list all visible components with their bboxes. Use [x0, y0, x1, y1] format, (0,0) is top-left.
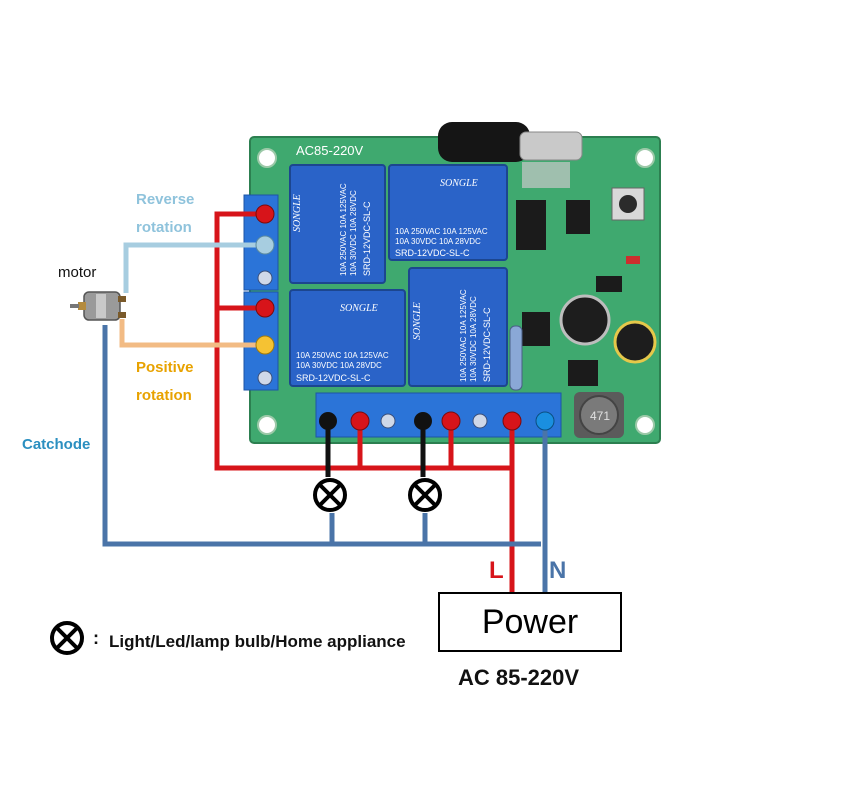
regulator — [568, 360, 598, 386]
relay-brand: SONGLE — [440, 178, 478, 189]
capacitor — [613, 320, 657, 364]
relay-board: AC85-220V 471 SONGLE 10A 250VAC 10A 125V… — [243, 122, 661, 444]
reverse-wire — [123, 242, 265, 293]
relay-model: SRD-12VDC-SL-C — [362, 201, 372, 276]
cathode-wire — [102, 325, 541, 547]
relay-model: SRD-12VDC-SL-C — [395, 248, 470, 258]
terminal-screw — [257, 370, 273, 386]
relay-rating: 10A 30VDC 10A 28VDC — [469, 296, 478, 382]
live-label: L — [489, 557, 504, 584]
inductor-core — [579, 395, 619, 435]
legend-lamp-icon — [50, 621, 84, 655]
antenna-coil — [438, 122, 530, 162]
relay-rating: 10A 30VDC 10A 28VDC — [349, 190, 358, 276]
terminal-dot-black — [319, 412, 337, 430]
wires — [102, 211, 548, 592]
transistor — [596, 276, 622, 292]
relay-model: SRD-12VDC-SL-C — [296, 373, 371, 383]
cathode-label: Catchode — [22, 436, 91, 453]
push-button-cap — [619, 195, 637, 213]
capacitor — [559, 294, 611, 346]
relay-model: SRD-12VDC-SL-C — [482, 307, 492, 382]
relay-rating: 10A 30VDC 10A 28VDC — [296, 361, 382, 370]
terminal-dot-red — [255, 298, 275, 318]
terminal-dot-red — [350, 411, 370, 431]
terminal-screw — [380, 413, 396, 429]
terminal-screw — [257, 270, 273, 286]
relay-2: SONGLE 10A 250VAC 10A 125VAC 10A 30VDC 1… — [388, 164, 508, 261]
receiver-pins — [522, 162, 570, 188]
positive-rotation-label-2: rotation — [136, 387, 192, 404]
pcb-label: AC85-220V — [296, 143, 364, 158]
relay-rating: 10A 250VAC 10A 125VAC — [296, 351, 389, 360]
relay-brand: SONGLE — [340, 303, 378, 314]
inductor-code: 471 — [590, 409, 610, 423]
relay-rating: 10A 250VAC 10A 125VAC — [395, 227, 488, 236]
ic-chip — [516, 200, 546, 250]
terminal-dot-red — [502, 411, 522, 431]
reverse-rotation-label-1: Reverse — [136, 191, 195, 208]
positive-wire — [119, 319, 265, 348]
relay-4: SONGLE 10A 250VAC 10A 125VAC 10A 30VDC 1… — [408, 267, 508, 387]
motor-label: motor — [58, 264, 97, 281]
lamp-1 — [313, 478, 347, 512]
relay-rating: 10A 30VDC 10A 28VDC — [395, 237, 481, 246]
mount-hole — [257, 415, 277, 435]
power-source: Power — [438, 592, 622, 652]
relay-1: SONGLE 10A 250VAC 10A 125VAC 10A 30VDC 1… — [289, 164, 386, 284]
reverse-rotation-label-2: rotation — [136, 219, 192, 236]
terminal-dot-black — [414, 412, 432, 430]
mount-hole — [257, 148, 277, 168]
terminal-dot-red — [441, 411, 461, 431]
mount-hole — [635, 415, 655, 435]
mount-hole — [635, 148, 655, 168]
motor-icon — [70, 291, 126, 321]
positive-rotation-label-1: Positive — [136, 359, 194, 376]
resistor — [509, 325, 523, 391]
terminal-dot-blue — [535, 411, 555, 431]
led — [626, 256, 640, 264]
crystal-oscillator — [519, 131, 583, 161]
legend-colon: : — [93, 628, 99, 648]
neutral-label: N — [549, 557, 567, 584]
legend-text: Light/Led/lamp bulb/Home appliance — [109, 632, 406, 651]
terminal-dot-red — [255, 204, 275, 224]
relay-3: SONGLE 10A 250VAC 10A 125VAC 10A 30VDC 1… — [289, 289, 406, 387]
live-wire-left — [214, 211, 512, 471]
relay-rating: 10A 250VAC 10A 125VAC — [459, 289, 468, 382]
ic-chip — [566, 200, 590, 234]
ic-chip — [522, 312, 550, 346]
terminal-dot-reverse — [255, 235, 275, 255]
terminal-screw — [472, 413, 488, 429]
terminal-dots — [255, 204, 555, 431]
terminal-dot-positive — [255, 335, 275, 355]
relay-brand: SONGLE — [412, 302, 423, 340]
ac-range-label: AC 85-220V — [458, 665, 580, 690]
relay-rating: 10A 250VAC 10A 125VAC — [339, 183, 348, 276]
relay-brand: SONGLE — [292, 194, 303, 232]
lamp-2 — [408, 478, 442, 512]
